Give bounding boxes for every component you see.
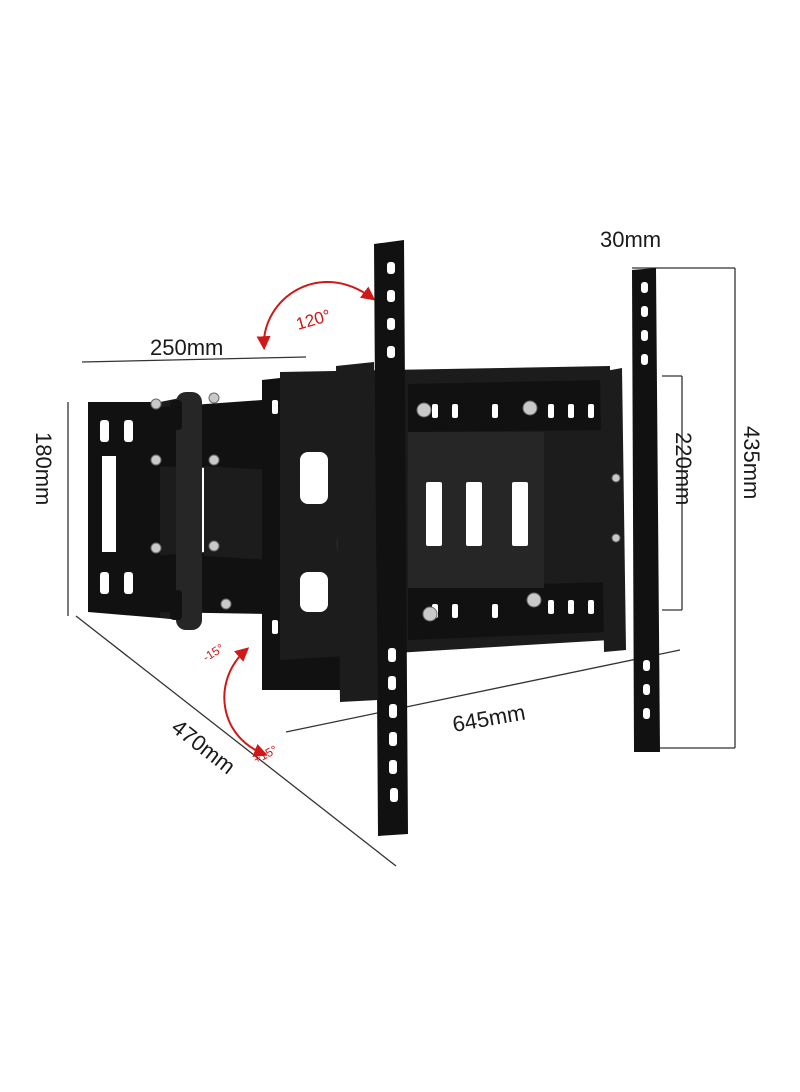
vesa-vertical-label: 220mm [671, 432, 696, 505]
tilt-down-label: +15° [251, 742, 280, 766]
depth-top-label: 30mm [600, 227, 661, 252]
swivel-arrow [256, 280, 376, 351]
arm-length-line [81, 356, 307, 363]
tilt-up-label: -15° [200, 641, 226, 665]
width-label: 645mm [451, 700, 528, 737]
wall-plate-height-label: 180mm [31, 432, 56, 505]
angle-arrows [223, 280, 376, 757]
width-line [285, 649, 681, 733]
right-vertical-rail [600, 268, 660, 752]
articulating-arms [150, 392, 270, 630]
swivel-angle-label: 120° [294, 306, 333, 334]
center-bracket [408, 380, 608, 640]
arm-length-label: 250mm [150, 335, 223, 360]
max-extension-label: 470mm [167, 714, 240, 779]
tilt-arrow [223, 647, 268, 757]
left-vertical-rail [336, 240, 408, 836]
plate-height-label: 435mm [739, 426, 764, 499]
